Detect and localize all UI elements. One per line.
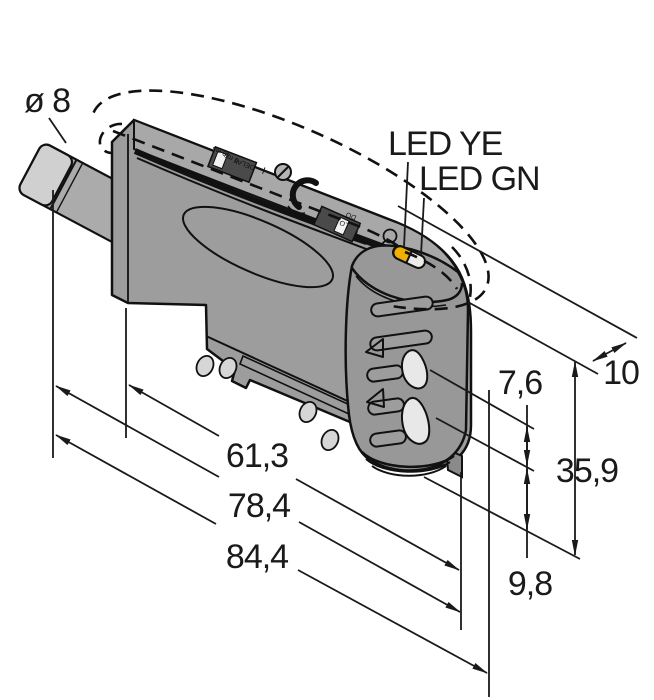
mounting-hole xyxy=(218,357,238,379)
dim-84-line-a xyxy=(55,434,217,525)
delay-switch xyxy=(206,145,258,184)
leader-cable xyxy=(48,117,67,144)
dim-body-height: 35,9 xyxy=(556,452,618,490)
fiber-hole-lower xyxy=(400,397,431,445)
bottom-cap-base xyxy=(371,465,447,477)
mounting-hole xyxy=(320,429,340,451)
status-leds xyxy=(391,245,427,269)
led-yellow xyxy=(392,245,414,265)
label-recess xyxy=(181,205,335,289)
light-on-label: LO xyxy=(338,218,350,228)
mounting-hole xyxy=(298,401,318,423)
q-output-tail xyxy=(380,240,386,246)
dim-top-width: 10 xyxy=(603,354,639,392)
dim-78-line-b xyxy=(298,521,461,613)
dim-bottom-offset: 9,8 xyxy=(508,565,552,603)
output-symbol xyxy=(352,230,367,245)
mounting-hole xyxy=(195,355,215,377)
nose-top-rim xyxy=(350,267,464,304)
leader-led-yellow xyxy=(403,161,409,248)
dim-61-line-a xyxy=(128,384,220,437)
bottom-cap-rim2 xyxy=(365,458,451,473)
dim-length-mid: 78,4 xyxy=(228,487,290,525)
rotation-arrow-shadow xyxy=(287,205,306,215)
top-edge-band xyxy=(133,148,398,255)
top-ref-line-back xyxy=(397,205,638,339)
cover-left-end xyxy=(98,122,123,155)
led-yellow-label: LED YE xyxy=(388,125,503,163)
dim-10-arrow xyxy=(592,342,627,362)
cover-ellipse xyxy=(92,89,490,311)
cover-seat-line-front xyxy=(404,250,459,290)
led-green-label: LED GN xyxy=(419,160,540,198)
leader-led-green xyxy=(420,197,425,256)
dim-cable-diameter: ø 8 xyxy=(24,82,70,120)
connector-tip xyxy=(18,143,74,207)
dim-length-total: 84,4 xyxy=(226,538,288,576)
cover-front-arc xyxy=(451,246,472,298)
sensor-body: 40 ms 0 ms DELAY + DO LO xyxy=(110,118,473,479)
bottom-cap-rim xyxy=(361,451,455,469)
triangle-mark xyxy=(365,338,384,358)
dim-78-line-a xyxy=(55,385,220,478)
cable-connector xyxy=(18,143,142,244)
dimension-annotations: 61,3 78,4 84,4 10 7,6 9,8 35,9 ø 8 LE xyxy=(24,82,640,697)
dark-on-label: DO xyxy=(345,210,358,221)
connector-ring xyxy=(49,160,77,209)
dim-length-body: 61,3 xyxy=(226,437,288,475)
leader-lower-hole xyxy=(435,417,535,472)
fiber-hole-upper xyxy=(400,349,429,390)
connector-ring2 xyxy=(56,163,83,212)
triangle-mark xyxy=(366,388,385,408)
clip-cover-outline xyxy=(92,89,490,311)
dim-61-line-b xyxy=(295,478,460,571)
cover-seat-line xyxy=(112,129,402,250)
leader-bottom-edge xyxy=(423,476,581,560)
leader-upper-hole xyxy=(429,369,535,430)
potentiometer-slot xyxy=(277,166,289,178)
dim-84-line-b xyxy=(297,569,488,674)
dim-fiber-spacing: 7,6 xyxy=(498,364,542,402)
